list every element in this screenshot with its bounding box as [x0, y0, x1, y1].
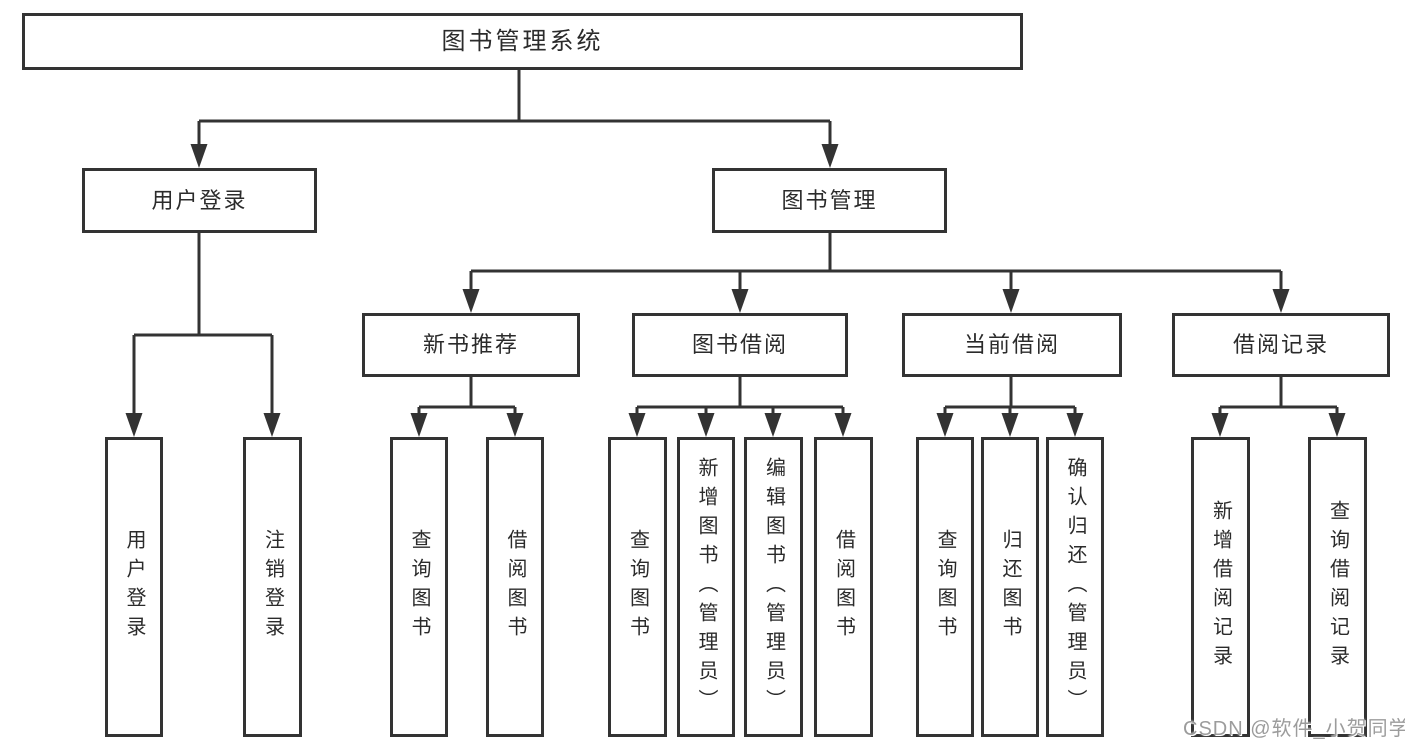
node-user-login: 用户登录 [82, 168, 317, 233]
leaf-query-books-current: 查询图书 [916, 437, 974, 737]
leaf-query-books-borrow: 查询图书 [608, 437, 667, 737]
csdn-watermark: CSDN @软件_小贺同学 [1183, 718, 1405, 740]
node-book-management: 图书管理 [712, 168, 947, 233]
leaf-edit-books-admin: 编辑图书（管理员） [744, 437, 803, 737]
arrowheads [125, 144, 1346, 437]
node-book-borrow: 图书借阅 [632, 313, 848, 377]
node-current-borrow: 当前借阅 [902, 313, 1122, 377]
leaf-add-borrow-record: 新增借阅记录 [1191, 437, 1250, 737]
leaf-logout: 注销登录 [243, 437, 302, 737]
node-new-book-recommend: 新书推荐 [362, 313, 580, 377]
leaf-confirm-return-admin: 确认归还（管理员） [1046, 437, 1104, 737]
leaf-add-books-admin: 新增图书（管理员） [677, 437, 735, 737]
leaf-query-books-recommend: 查询图书 [390, 437, 448, 737]
leaf-return-books: 归还图书 [981, 437, 1039, 737]
leaf-borrow-books: 借阅图书 [814, 437, 873, 737]
connector-stems [132, 70, 1339, 419]
node-root-book-management-system: 图书管理系统 [22, 13, 1023, 70]
leaf-user-login: 用户登录 [105, 437, 163, 737]
leaf-borrow-books-recommend: 借阅图书 [486, 437, 544, 737]
leaf-query-borrow-record: 查询借阅记录 [1308, 437, 1367, 737]
node-borrow-record: 借阅记录 [1172, 313, 1390, 377]
